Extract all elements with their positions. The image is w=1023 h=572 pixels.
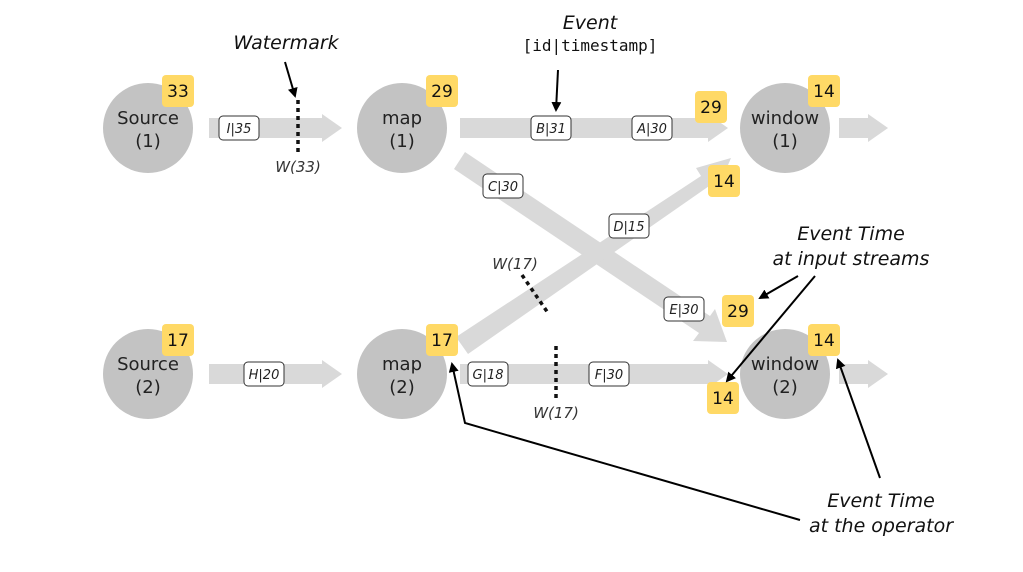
window2-time-badge: 14 <box>808 324 840 356</box>
event-c30-label: C|30 <box>488 180 518 195</box>
event-e30: E|30 <box>663 296 705 322</box>
watermark-w17-bottom-label: W(17) <box>533 404 579 422</box>
map2-label: map <box>382 354 422 375</box>
map1-node <box>357 83 447 173</box>
map2-index: (2) <box>389 377 415 398</box>
event-a30: A|30 <box>631 115 673 141</box>
window2-input-time-badge-2: 14 <box>707 382 739 414</box>
window1-time: 14 <box>813 82 835 102</box>
event-i35-label: I|35 <box>227 122 252 137</box>
window2-index: (2) <box>772 377 798 398</box>
watermark-w33-label: W(33) <box>275 158 321 176</box>
event-boxes: I|35 B|31 A|30 C|30 D|15 E|30 H|20 G|18 <box>218 115 705 387</box>
event-h20-label: H|20 <box>249 368 280 383</box>
source2-index: (2) <box>135 377 161 398</box>
window2-input-time-badge-1: 29 <box>722 295 754 327</box>
watermarks: W(33) W(17) W(17) <box>275 100 579 422</box>
flow-arrow-map1-window2 <box>454 152 727 342</box>
annotation-watermark-arrow <box>284 61 298 98</box>
flow-arrow-window1-out <box>839 114 888 142</box>
event-time-badges: 33 17 29 17 14 14 29 14 <box>162 75 840 414</box>
map1-label: map <box>382 108 422 129</box>
window2-label: window <box>751 354 819 375</box>
event-b31: B|31 <box>530 115 572 141</box>
event-f30: F|30 <box>588 361 630 387</box>
source1-index: (1) <box>135 131 161 152</box>
annotations: Watermark Event [id|timestamp] Event Tim… <box>233 12 954 537</box>
window1-input-time-badge-2: 14 <box>708 165 740 197</box>
event-d15: D|15 <box>608 213 650 239</box>
annotation-input-time-line2: at input streams <box>773 248 930 270</box>
source1-time-badge: 33 <box>162 75 194 107</box>
map2-time-badge: 17 <box>426 324 458 356</box>
source1-time: 33 <box>167 82 189 102</box>
annotation-input-time-arrow-1 <box>758 275 799 300</box>
window1-index: (1) <box>772 131 798 152</box>
event-b31-label: B|31 <box>536 122 566 137</box>
flow-arrow-map1-window1 <box>460 114 728 142</box>
map1-time: 29 <box>431 82 453 102</box>
event-h20: H|20 <box>243 361 285 387</box>
window1-label: window <box>751 108 819 129</box>
event-g18: G|18 <box>467 361 509 387</box>
window2-time: 14 <box>813 331 835 351</box>
annotation-operator-time-arrow-1 <box>448 362 801 521</box>
window1-input-time-badge-1: 29 <box>695 91 727 123</box>
event-f30-label: F|30 <box>595 368 623 383</box>
annotation-input-time-line1: Event Time <box>797 223 905 245</box>
source1-label: Source <box>117 108 179 129</box>
window1-node <box>740 83 830 173</box>
window1-input-time-1: 29 <box>700 98 722 118</box>
source2-time-badge: 17 <box>162 324 194 356</box>
event-c30: C|30 <box>482 173 524 199</box>
annotation-operator-time-line2: at the operator <box>809 515 954 537</box>
window2-node <box>740 329 830 419</box>
watermark-w17-cross-label: W(17) <box>492 255 538 273</box>
map2-time: 17 <box>431 331 453 351</box>
annotation-input-time-arrow-2 <box>725 275 816 383</box>
window2-input-time-1: 29 <box>727 302 749 322</box>
window2-input-time-2: 14 <box>712 389 734 409</box>
annotation-operator-time-arrow-2 <box>835 358 881 479</box>
event-d15-label: D|15 <box>614 220 645 235</box>
source2-label: Source <box>117 354 179 375</box>
annotation-event-format: [id|timestamp] <box>523 36 658 55</box>
window1-input-time-2: 14 <box>713 172 735 192</box>
annotation-operator-time-line1: Event Time <box>827 490 935 512</box>
annotation-watermark: Watermark <box>233 32 339 54</box>
event-g18-label: G|18 <box>473 368 504 383</box>
event-a30-label: A|30 <box>636 122 667 137</box>
flow-arrow-window2-out <box>839 360 888 388</box>
event-e30-label: E|30 <box>669 303 698 318</box>
annotation-event-title: Event <box>563 12 619 34</box>
map1-time-badge: 29 <box>426 75 458 107</box>
annotation-event-arrow <box>551 69 562 112</box>
window1-time-badge: 14 <box>808 75 840 107</box>
source2-time: 17 <box>167 331 189 351</box>
map1-index: (1) <box>389 131 415 152</box>
flow-arrow-map2-window1 <box>456 158 731 354</box>
event-i35: I|35 <box>218 115 260 141</box>
map2-node <box>357 329 447 419</box>
